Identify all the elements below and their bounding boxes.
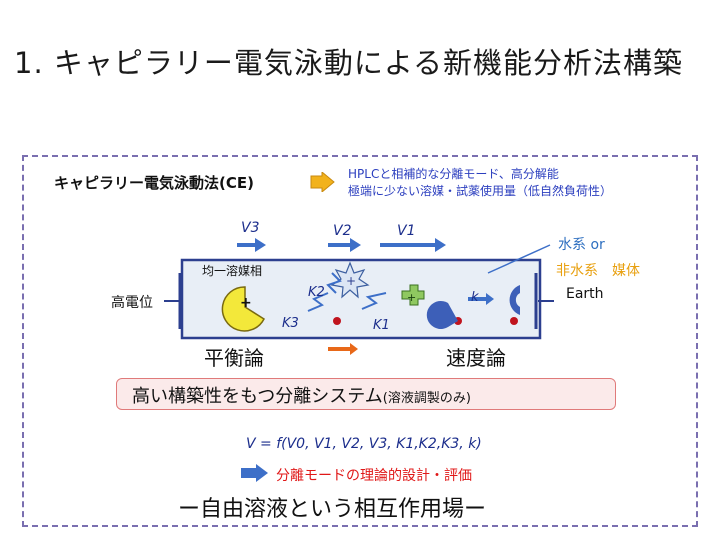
k-label: k xyxy=(471,290,479,305)
ce-note: HPLCと相補的な分離モード、高分解能 極端に少ない溶媒・試薬使用量（低自然負荷… xyxy=(348,166,612,200)
dashed-frame xyxy=(22,155,698,527)
k1-arrow xyxy=(361,292,387,310)
k2-label: K2 xyxy=(308,285,325,300)
v2-label: V2 xyxy=(333,223,352,239)
k3-arrow xyxy=(307,292,329,312)
design-arrow-icon xyxy=(241,464,268,482)
ce-note-line2: 極端に少ない溶媒・試薬使用量（低自然負荷性） xyxy=(348,184,613,198)
svg-text:+: + xyxy=(407,291,416,304)
slide-title: 1. キャピラリー電気泳動による新機能分析法構築 xyxy=(14,46,684,80)
receptor-molecule xyxy=(509,285,520,315)
v1-label: V1 xyxy=(397,223,416,239)
migration-arrow xyxy=(328,343,358,355)
k2-arrow xyxy=(326,272,342,294)
earth-label: Earth xyxy=(566,286,604,302)
capillary-diagram: + + + xyxy=(164,238,554,355)
v1-arrow xyxy=(380,238,446,252)
velocity-equation: V = f(V0, V1, V2, V3, K1,K2,K3, k) xyxy=(246,436,482,452)
svg-text:+: + xyxy=(346,274,356,288)
k1-label: K1 xyxy=(373,318,390,333)
motto: ー自由溶液という相互作用場ー xyxy=(178,497,487,522)
host-molecule xyxy=(221,286,265,332)
homogeneous-phase-label: 均一溶媒相 xyxy=(202,264,263,278)
neutral-analyte xyxy=(401,284,425,306)
nonaqueous-label: 非水系 媒体 xyxy=(556,263,640,279)
ce-heading: キャピラリー電気泳動法(CE) xyxy=(54,174,254,192)
v3-arrow xyxy=(237,238,266,252)
v3-label: V3 xyxy=(241,220,260,236)
high-potential-label: 高電位 xyxy=(111,295,153,311)
k3-label: K3 xyxy=(282,316,299,331)
system-box xyxy=(116,378,616,410)
analyte-dot xyxy=(333,317,341,325)
star-analyte xyxy=(330,261,370,299)
system-text: 高い構築性をもつ分離システム(溶液調製のみ) xyxy=(132,382,471,408)
svg-text:+: + xyxy=(240,295,252,311)
system-sub: (溶液調製のみ) xyxy=(382,391,471,406)
solvent-pointer xyxy=(487,244,551,274)
ce-note-line1: HPLCと相補的な分離モード、高分解能 xyxy=(348,167,559,181)
ce-arrow-icon xyxy=(310,172,335,192)
k-arrow xyxy=(468,293,494,305)
complex-molecule xyxy=(426,301,458,329)
aqueous-label: 水系 or xyxy=(558,237,605,253)
equilibrium-label: 平衡論 xyxy=(204,346,264,370)
design-text: 分離モードの理論的設計・評価 xyxy=(276,468,472,484)
analyte-dot xyxy=(510,317,518,325)
kinetics-label: 速度論 xyxy=(446,346,506,370)
v2-arrow xyxy=(328,238,361,252)
system-main: 高い構築性をもつ分離システム xyxy=(132,386,383,407)
velocity-arrows xyxy=(237,238,446,252)
